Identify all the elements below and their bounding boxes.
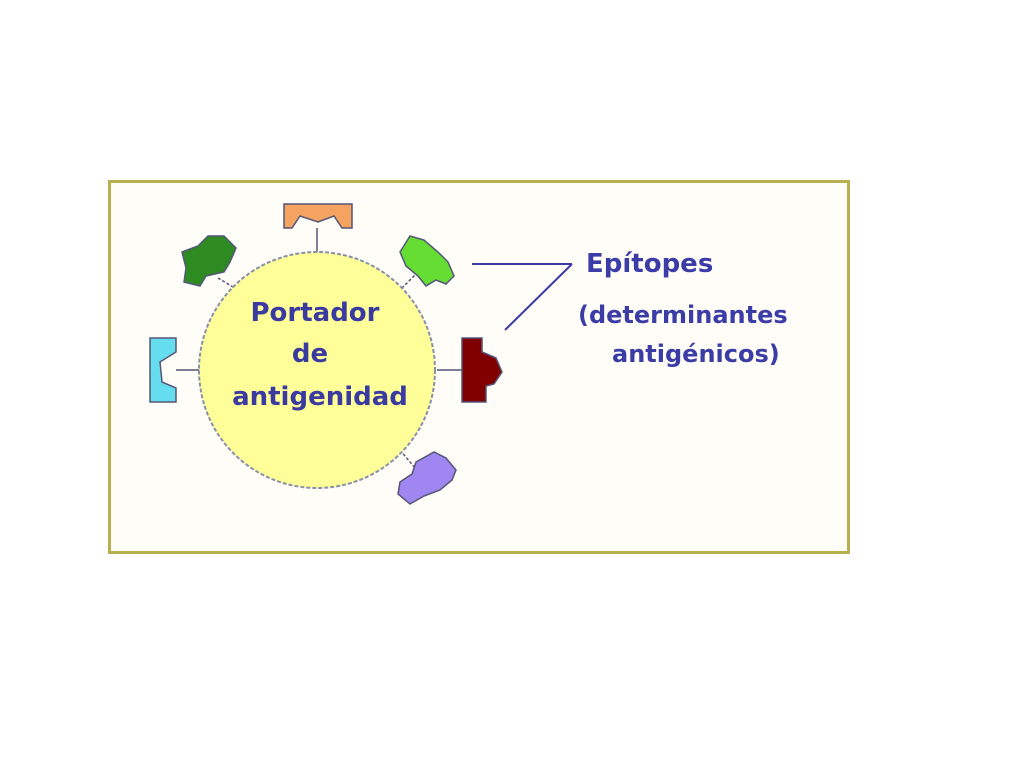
epitope-orange-shape [283, 203, 353, 229]
carrier-label-line3: antigenidad [232, 382, 408, 412]
epitopes-subtitle-line2: antigénicos) [612, 340, 780, 368]
pointer-line-diagonal [504, 263, 573, 331]
epitopes-title: Epítopes [586, 249, 713, 279]
epitope-light-green-shape [399, 235, 455, 287]
epitopes-subtitle-line1: (determinantes [578, 301, 788, 329]
carrier-label-line2: de [292, 339, 328, 369]
epitope-maroon-shape [461, 337, 503, 403]
carrier-circle [198, 251, 436, 489]
connector-bottom-right [399, 449, 416, 469]
connector-top-left [217, 277, 239, 291]
epitope-purple-shape [397, 451, 457, 505]
connector-top-right [401, 271, 419, 289]
carrier-label-line1: Portador [250, 298, 379, 328]
epitope-dark-green-shape [181, 235, 237, 287]
epitope-cyan-shape [149, 337, 177, 403]
